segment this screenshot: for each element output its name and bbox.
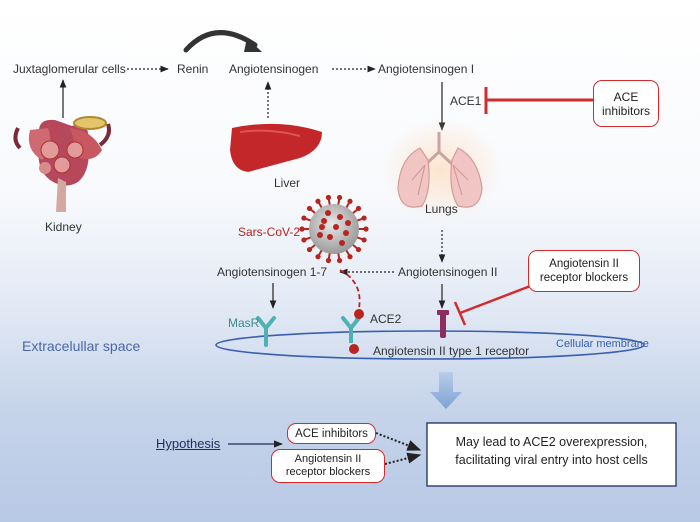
label-angiotensinogen-1: Angiotensinogen I: [378, 62, 475, 76]
label-liver: Liver: [274, 176, 301, 190]
conclusion-text: May lead to ACE2 overexpression, facilit…: [455, 435, 648, 467]
cell-membrane: [215, 330, 645, 360]
lungs-illustration: [382, 118, 502, 222]
kidney-illustration: [13, 116, 111, 212]
box-arb-top-text: Angiotensin II receptor blockers: [539, 258, 629, 284]
virus-illustration: [299, 194, 369, 264]
ace2-receptor: [341, 309, 364, 354]
label-angiotensinogen: Angiotensinogen: [229, 62, 319, 76]
label-masr: MasR: [228, 316, 260, 330]
label-ace1: ACE1: [450, 94, 482, 108]
box-arb-bottom: Angiotensin II receptor blockers: [271, 449, 385, 483]
box-ace-inhibitors-bottom-text: ACE inhibitors: [295, 427, 368, 440]
label-lungs: Lungs: [425, 202, 458, 216]
label-hypothesis: Hypothesis: [156, 436, 221, 451]
label-ace2: ACE2: [370, 312, 402, 326]
label-angiotensinogen-2: Angiotensinogen II: [398, 265, 498, 279]
label-angiotensinogen-17: Angiotensinogen 1-7: [217, 265, 328, 279]
box-ace-inhibitors-top-text: ACE inhibitors: [601, 89, 651, 118]
label-extracellular-space: Extracelullar space: [22, 338, 141, 354]
box-ace-inhibitors-bottom: ACE inhibitors: [287, 423, 376, 444]
masr-receptor: [256, 316, 276, 347]
label-renin: Renin: [177, 62, 209, 76]
flow-down-arrow: [430, 372, 462, 409]
label-sars-cov-2: Sars-CoV-2: [238, 225, 301, 239]
label-juxtaglomerular: Juxtaglomerular cells: [13, 62, 126, 76]
arb-bar: [459, 283, 534, 315]
at1-receptor: [437, 310, 449, 338]
conclusion-box-frame: [426, 422, 677, 487]
label-cellular-membrane: Cellular membrane: [556, 338, 649, 350]
box-ace-inhibitors-top: ACE inhibitors: [593, 80, 659, 127]
box-arb-top: Angiotensin II receptor blockers: [528, 250, 640, 292]
label-kidney: Kidney: [45, 220, 82, 234]
curved-arrow: [183, 30, 258, 53]
liver-illustration: [230, 123, 322, 172]
label-at1-receptor: Angiotensin II type 1 receptor: [373, 344, 530, 358]
box-arb-bottom-text: Angiotensin II receptor blockers: [285, 453, 371, 478]
